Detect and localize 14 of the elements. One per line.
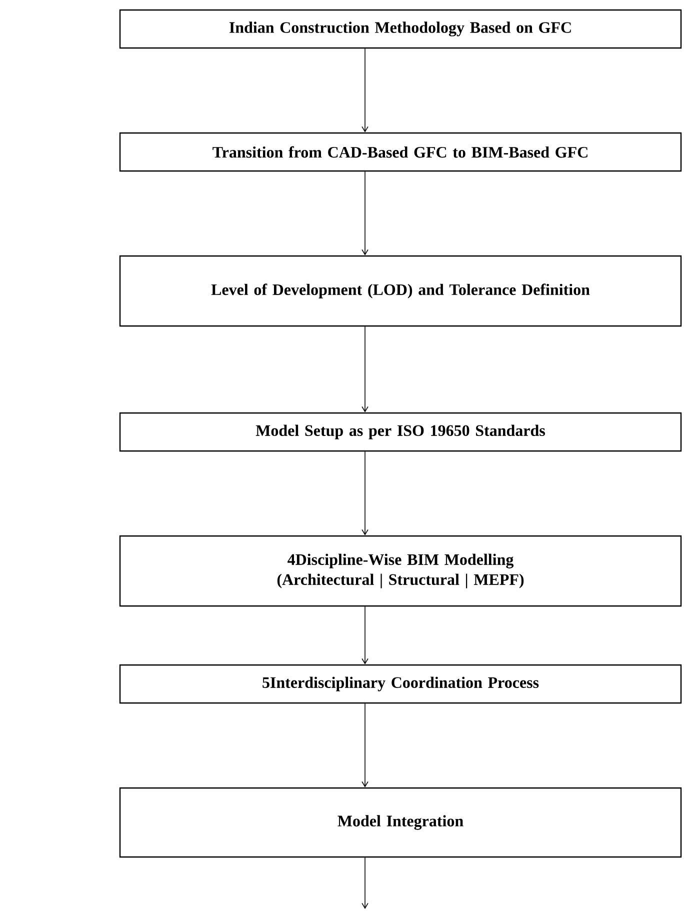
arrow xyxy=(362,171,368,256)
process-box: Model Setup as per ISO 19650 Standards xyxy=(119,412,682,452)
arrow xyxy=(362,857,368,909)
arrow xyxy=(362,703,368,788)
process-box: Transition from CAD-Based GFC to BIM-Based GFC xyxy=(119,132,682,172)
process-box: Level of Development (LOD) and Tolerance Definition xyxy=(119,255,682,327)
arrow xyxy=(362,326,368,412)
process-box: Indian Construction Methodology Based on GFC xyxy=(119,9,682,49)
arrow xyxy=(362,451,368,536)
arrow xyxy=(362,48,368,132)
process-box: 4Discipline-Wise BIM Modelling (Architectural | Structural | MEPF) xyxy=(119,535,682,607)
process-box: Model Integration xyxy=(119,787,682,858)
process-box: 5Interdisciplinary Coordination Process xyxy=(119,664,682,704)
arrow xyxy=(362,606,368,664)
